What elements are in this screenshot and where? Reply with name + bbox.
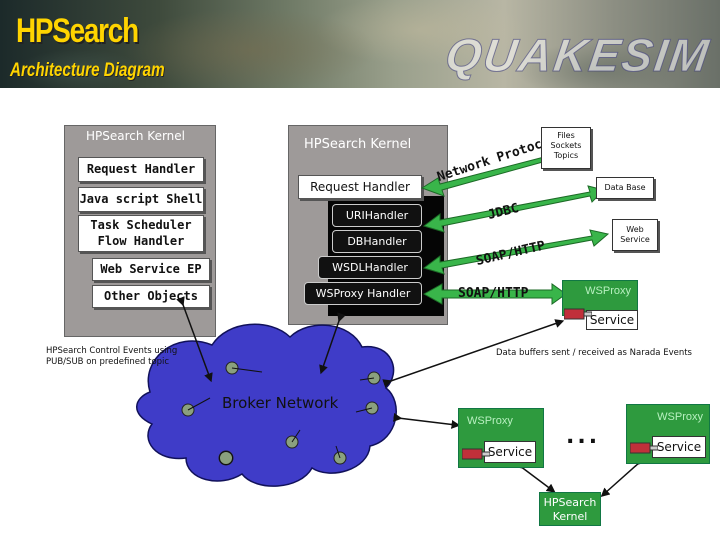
wsproxy-top-label: WSProxy	[585, 285, 631, 297]
wsproxy-bottom-left-label: WSProxy	[467, 415, 513, 427]
page-subtitle: Architecture Diagram	[10, 60, 165, 81]
broker-to-proxy-top-arrow	[382, 319, 565, 388]
proxy-to-kernel-arrow	[513, 459, 556, 493]
wsproxy-bottom-right-label: WSProxy	[657, 411, 703, 423]
header-banner: QUAKESIM HPSearch Architecture Diagram	[0, 0, 720, 88]
control-events-caption: HPSearch Control Events using PUB/SUB on…	[46, 346, 178, 367]
kernel-right-label: HPSearch Kernel	[304, 137, 412, 152]
db-handler-box: DBHandler	[332, 230, 422, 253]
plug-top-icon	[564, 308, 592, 320]
soap-http-upper-arrow	[422, 229, 610, 275]
kernel-to-broker-arrow	[176, 296, 213, 383]
plug-bottom-left-icon	[462, 448, 490, 460]
wsproxy-handler-box: WSProxy Handler	[304, 282, 422, 305]
database-box: Data Base	[596, 177, 654, 199]
terrain-background	[0, 0, 720, 88]
ellipsis: ...	[566, 424, 601, 449]
service-top-box: Service	[586, 310, 638, 330]
kernel-left-label: HPSearch Kernel	[86, 129, 185, 143]
web-service-ep-box: Web Service EP	[92, 258, 210, 281]
proxy-right-to-kernel-arrow	[600, 455, 647, 497]
data-buffers-caption: Data buffers sent / received as Narada E…	[496, 348, 692, 358]
soap-http-lower-label: SOAP/HTTP	[458, 286, 529, 301]
web-service-box: Web Service	[612, 219, 658, 251]
broker-to-proxy-mid-arrow	[392, 412, 461, 429]
kernel2-to-broker-arrow	[319, 312, 346, 375]
page-title: HPSearch	[16, 12, 139, 50]
request-handler-right-box: Request Handler	[298, 175, 422, 199]
wsdl-handler-box: WSDLHandler	[318, 256, 422, 279]
javascript-shell-box: Java script Shell	[78, 187, 204, 212]
service-bottom-right-box: Service	[652, 436, 706, 458]
plug-bottom-right-icon	[630, 442, 658, 454]
request-handler-box: Request Handler	[78, 157, 204, 182]
files-sockets-topics-box: Files Sockets Topics	[541, 127, 591, 169]
broker-network-label: Broker Network	[222, 394, 339, 412]
task-scheduler-box: Task Scheduler Flow Handler	[78, 215, 204, 252]
hpsearch-kernel-bottom-box: HPSearch Kernel	[539, 492, 601, 526]
broker-node-icon	[219, 451, 233, 465]
service-bottom-left-box: Service	[484, 441, 536, 463]
uri-handler-box: URIHandler	[332, 204, 422, 227]
